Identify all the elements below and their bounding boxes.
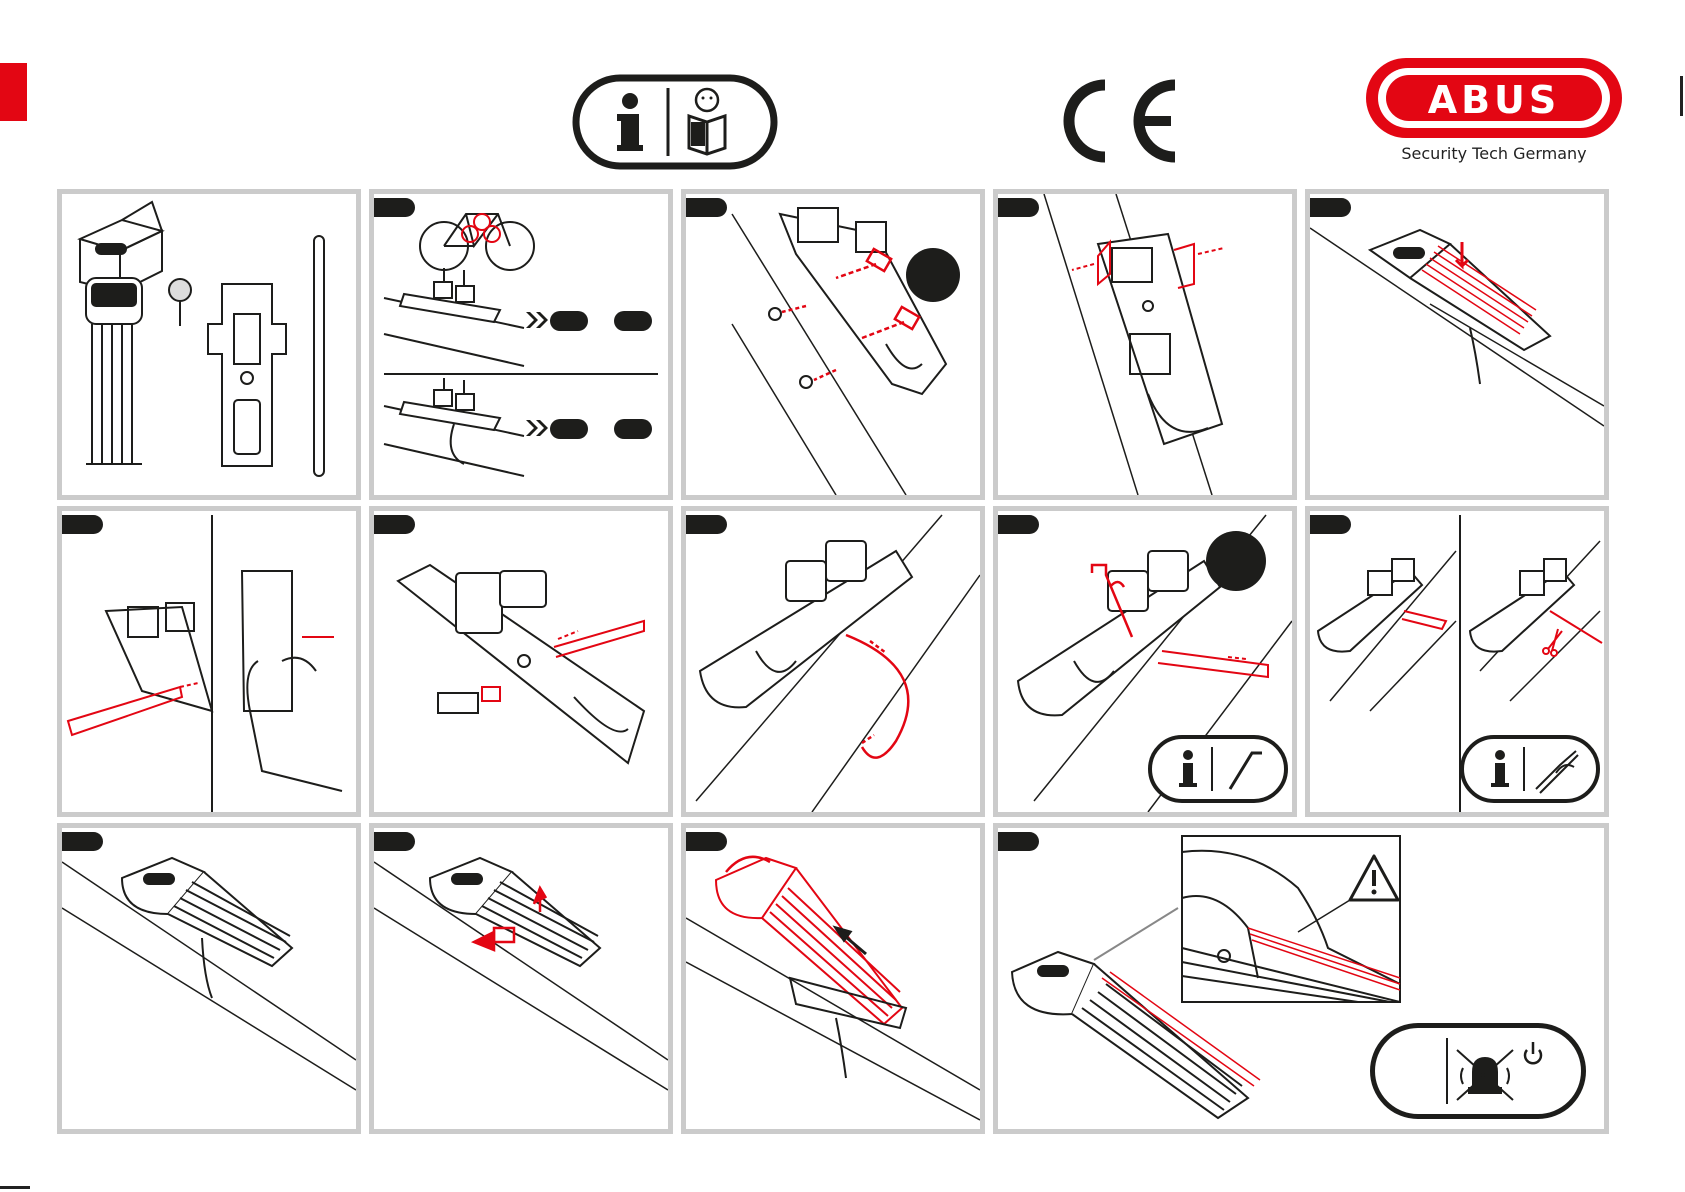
panel-tighten-strap <box>993 506 1297 817</box>
mount-position-illustration <box>374 194 668 495</box>
power-icon <box>1525 1042 1541 1063</box>
folding-lock-icon <box>86 278 142 464</box>
panel-insert-lock <box>1305 189 1609 500</box>
panel-mount-position <box>369 189 673 500</box>
info-icon <box>1179 750 1197 787</box>
bracket-icon <box>398 565 644 763</box>
brand-tagline: Security Tech Germany <box>1362 144 1626 163</box>
contents-illustration <box>62 194 356 495</box>
panel-cut-strap <box>1305 506 1609 817</box>
hand-icon <box>242 571 342 791</box>
panel-release-lock <box>369 823 673 1134</box>
panel-contents <box>57 189 361 500</box>
adjust-holders-illustration <box>998 194 1292 495</box>
ce-mark-label: CE <box>1115 166 1117 168</box>
panel-mounted-lock <box>57 823 361 1134</box>
page-bottom-mark <box>0 1186 30 1189</box>
bracket-strap-icon <box>384 378 524 476</box>
folding-lock-icon <box>122 858 292 998</box>
mounted-lock-illustration <box>62 828 356 1129</box>
strap-icon <box>846 635 908 758</box>
bracket-icon <box>1318 559 1574 652</box>
panel-remove-lock <box>681 823 985 1134</box>
remove-lock-illustration <box>686 828 980 1129</box>
screw-mount-illustration <box>686 194 980 495</box>
brand-logo: ABUS Security Tech Germany <box>1362 54 1626 166</box>
panel-strap-around-frame <box>681 506 985 817</box>
step-ref-pill <box>614 311 652 331</box>
bracket-screws-icon <box>384 268 524 366</box>
hex-key-icon <box>1230 753 1262 789</box>
nut-icon <box>800 376 812 388</box>
down-arrow-icon <box>1456 242 1468 266</box>
step-ref-pill <box>614 419 652 439</box>
strap-around-frame-illustration <box>686 511 980 812</box>
step-marker-dot <box>906 248 960 302</box>
alarm-off-icon <box>1457 1050 1513 1100</box>
panel-alarm-warning <box>993 823 1609 1134</box>
read-manual-badge <box>572 74 778 170</box>
bracket-icon <box>700 541 912 707</box>
folding-lock-icon <box>1370 230 1550 350</box>
key-icon <box>169 279 191 326</box>
strap-through-bracket-illustration <box>374 511 668 812</box>
strap-icon <box>314 236 324 476</box>
pliers-icon <box>1536 751 1578 793</box>
bracket-icon <box>208 284 286 466</box>
tool-hint-hex-key <box>1148 735 1288 803</box>
release-lock-illustration <box>374 828 668 1129</box>
step-ref-pill <box>550 419 588 439</box>
page-edge-mark <box>1680 76 1683 116</box>
bracket-icon <box>106 603 212 711</box>
bracket-icon <box>1098 234 1222 444</box>
info-icon <box>1491 750 1509 787</box>
step-ref-pill <box>550 311 588 331</box>
strap-icon <box>1158 651 1268 677</box>
folding-lock-icon <box>430 858 600 966</box>
page-edge-tab <box>0 63 27 121</box>
ce-mark: CE <box>1047 73 1183 169</box>
panel-adjust-holders <box>993 189 1297 500</box>
step-marker-dot <box>1206 531 1266 591</box>
panel-screw-mount <box>681 189 985 500</box>
detail-zoom-box <box>1182 836 1400 1002</box>
insert-lock-illustration <box>1310 194 1604 495</box>
bracket-icon <box>1018 551 1220 715</box>
strap-insert-illustration <box>62 511 356 812</box>
nut-icon <box>769 308 781 320</box>
tool-hint-pliers <box>1460 735 1600 803</box>
panel-strap-through-bracket <box>369 506 673 817</box>
brand-name: ABUS <box>1428 78 1561 122</box>
alarm-info-badge <box>1370 1023 1586 1119</box>
abus-logo: ABUS <box>1362 54 1626 142</box>
bracket-icon <box>780 208 946 394</box>
panel-strap-insert <box>57 506 361 817</box>
bicycle-icon <box>420 214 534 270</box>
